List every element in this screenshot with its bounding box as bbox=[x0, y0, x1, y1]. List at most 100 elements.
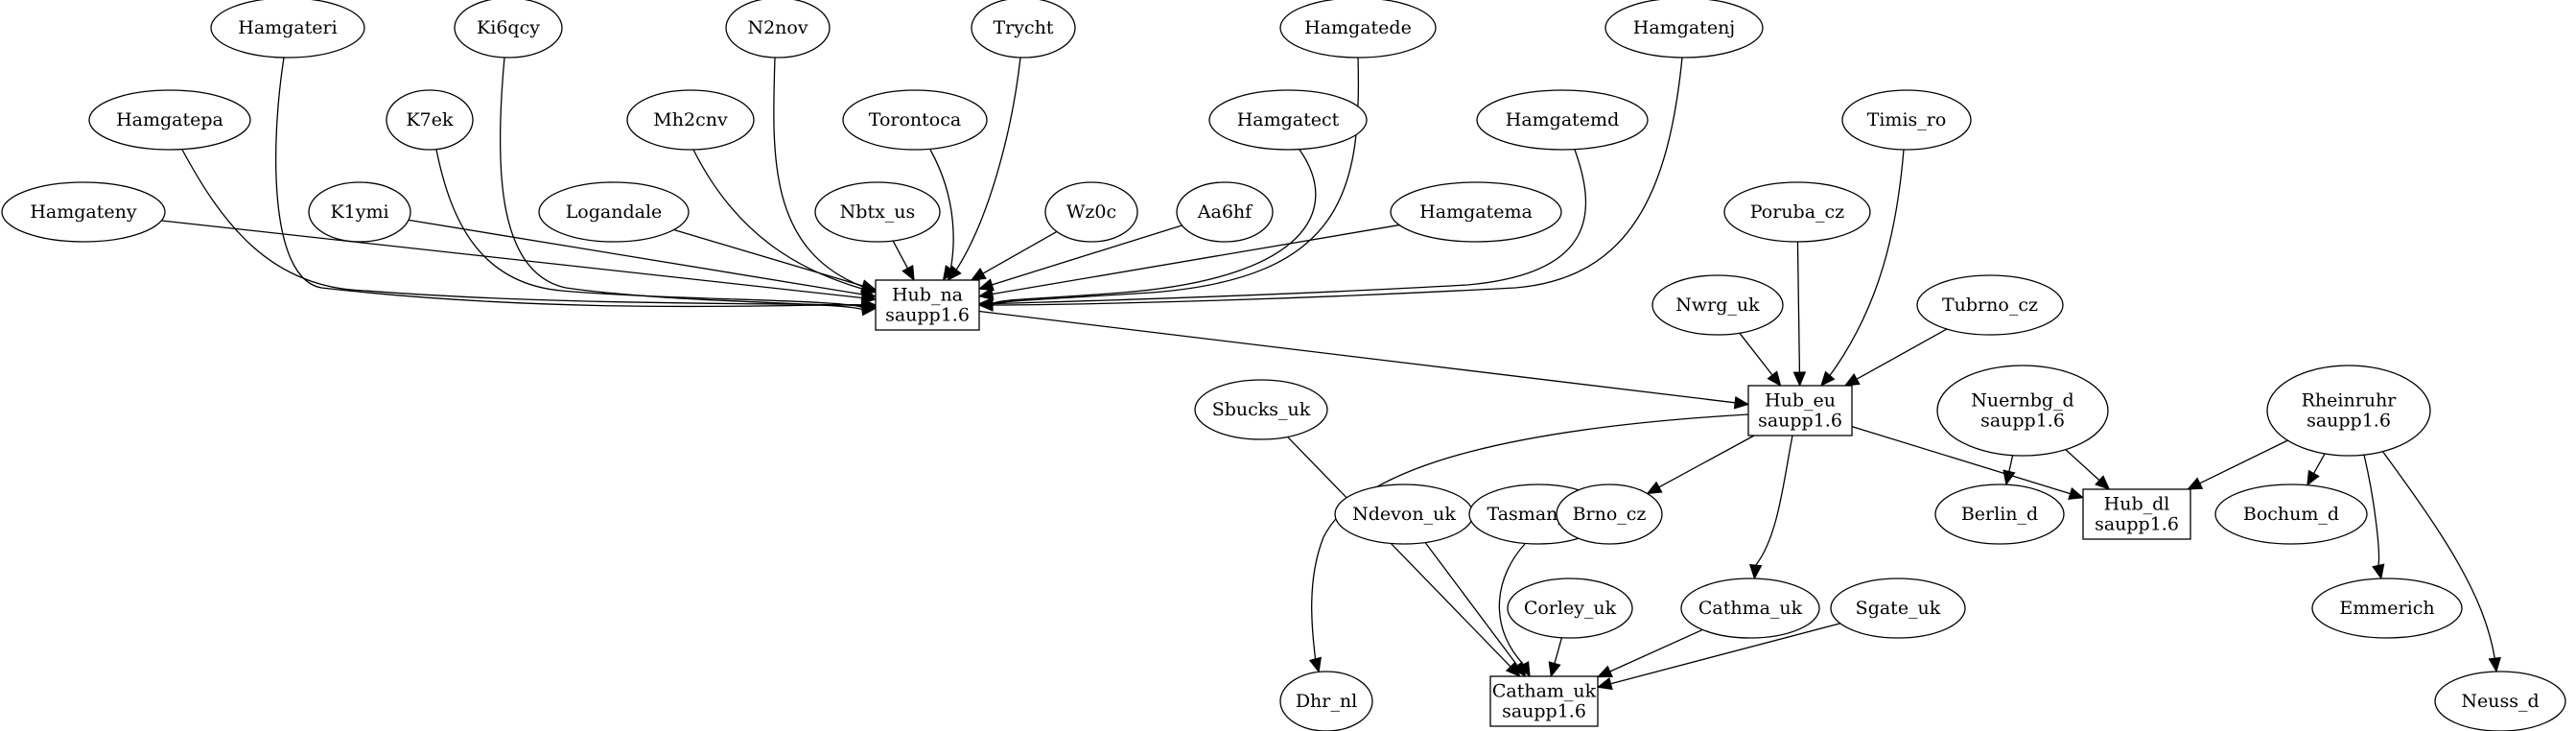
edge-hub_na-to-hub_eu bbox=[978, 310, 1750, 410]
arrowhead-icon bbox=[2187, 477, 2204, 490]
edge-line bbox=[1287, 436, 1511, 668]
node-hamgatede[interactable]: Hamgatede bbox=[1279, 0, 1437, 59]
node-hamgateri[interactable]: Hamgateri bbox=[210, 0, 365, 59]
arrowhead-icon bbox=[1517, 661, 1531, 678]
arrowhead-icon bbox=[970, 267, 987, 281]
edge-line bbox=[2008, 455, 2014, 472]
edge-nuernbg_d-to-hub_dl bbox=[2065, 449, 2111, 490]
node-ellipse bbox=[2214, 483, 2368, 545]
node-label: Ndevon_uk bbox=[1352, 504, 1456, 525]
node-n2nov[interactable]: N2nov bbox=[725, 0, 831, 59]
edge-line bbox=[161, 220, 863, 299]
node-ellipse bbox=[626, 89, 755, 151]
edge-trycht-to-hub_na bbox=[947, 57, 1021, 281]
edge-line bbox=[2065, 449, 2100, 482]
edge-sgate_uk-to-catham_uk bbox=[1596, 623, 1840, 691]
node-hamgatema[interactable]: Hamgatema bbox=[1390, 181, 1562, 243]
node-label: saupp1.6 bbox=[885, 305, 970, 326]
edge-line bbox=[1554, 637, 1563, 664]
node-label: Hamgateri bbox=[238, 17, 337, 38]
edge-logandale-to-hub_na bbox=[673, 228, 878, 293]
node-label: K7ek bbox=[406, 109, 454, 130]
node-trycht[interactable]: Trycht bbox=[971, 0, 1076, 59]
edge-line bbox=[1755, 435, 1793, 566]
edge-hamgatenj-to-hub_na bbox=[977, 57, 1683, 312]
node-cathma-uk[interactable]: Cathma_uk bbox=[1680, 578, 1820, 639]
node-k1ymi[interactable]: K1ymi bbox=[308, 181, 411, 243]
node-sgate-uk[interactable]: Sgate_uk bbox=[1830, 578, 1966, 639]
edge-wz0c-to-hub_na bbox=[970, 230, 1058, 281]
node-ndevon-uk[interactable]: Ndevon_uk bbox=[1334, 483, 1474, 545]
edge-line bbox=[955, 57, 1021, 271]
node-mh2cnv[interactable]: Mh2cnv bbox=[626, 89, 755, 151]
node-ellipse bbox=[1936, 365, 2109, 457]
node-poruba-cz[interactable]: Poruba_cz bbox=[1723, 181, 1871, 243]
arrowhead-icon bbox=[977, 278, 995, 292]
arrowhead-icon bbox=[2488, 656, 2501, 673]
node-nbtx-us[interactable]: Nbtx_us bbox=[814, 181, 941, 243]
edge-line bbox=[1424, 542, 1518, 667]
edge-tasman_au-to-catham_uk bbox=[1498, 543, 1531, 678]
node-hamgatepa[interactable]: Hamgatepa bbox=[88, 89, 251, 151]
node-ellipse bbox=[1279, 671, 1373, 731]
arrowhead-icon bbox=[1748, 563, 1763, 580]
node-nwrg-uk[interactable]: Nwrg_uk bbox=[1651, 274, 1784, 336]
node-ellipse bbox=[1916, 274, 2064, 336]
node-ellipse bbox=[1841, 89, 1972, 151]
edge-line bbox=[992, 149, 1587, 305]
node-ellipse bbox=[1507, 578, 1633, 639]
node-torontoca[interactable]: Torontoca bbox=[842, 89, 988, 151]
node-sbucks-uk[interactable]: Sbucks_uk bbox=[1194, 379, 1328, 440]
node-hamgateny[interactable]: Hamgateny bbox=[1, 181, 166, 243]
edge-line bbox=[2199, 439, 2288, 484]
node-berlin-d[interactable]: Berlin_d bbox=[1934, 483, 2065, 545]
node-ellipse bbox=[88, 89, 251, 151]
node-hamgatenj[interactable]: Hamgatenj bbox=[1604, 0, 1764, 59]
node-hamgatect[interactable]: Hamgatect bbox=[1208, 89, 1368, 151]
node-bochum-d[interactable]: Bochum_d bbox=[2214, 483, 2368, 545]
edge-line bbox=[1739, 332, 1773, 376]
node-corley-uk[interactable]: Corley_uk bbox=[1507, 578, 1633, 639]
edge-line bbox=[408, 219, 863, 295]
node-neuss-d[interactable]: Neuss_d bbox=[2434, 671, 2566, 731]
arrowhead-icon bbox=[2002, 469, 2016, 486]
node-emmerich[interactable]: Emmerich bbox=[2311, 578, 2463, 639]
node-label: saupp1.6 bbox=[1758, 411, 1842, 432]
node-hamgatemd[interactable]: Hamgatemd bbox=[1476, 89, 1649, 151]
node-label: Brno_cz bbox=[1573, 504, 1647, 525]
node-logandale[interactable]: Logandale bbox=[538, 181, 690, 243]
edge-line bbox=[1609, 628, 1703, 672]
node-timis-ro[interactable]: Timis_ro bbox=[1841, 89, 1972, 151]
node-label: Nuernbg_d bbox=[1971, 390, 2073, 412]
edge-line bbox=[1851, 425, 2071, 495]
node-label: Hamgatede bbox=[1304, 17, 1412, 38]
node-ellipse bbox=[2434, 671, 2566, 731]
edge-line bbox=[992, 224, 1400, 295]
node-aa6hf[interactable]: Aa6hf bbox=[1176, 181, 1274, 243]
node-label: Hub_dl bbox=[2104, 494, 2170, 515]
edge-line bbox=[1856, 328, 1948, 380]
node-tubrno-cz[interactable]: Tubrno_cz bbox=[1916, 274, 2064, 336]
node-k7ek[interactable]: K7ek bbox=[386, 89, 474, 151]
node-ellipse bbox=[210, 0, 365, 59]
arrowhead-icon bbox=[1548, 661, 1561, 678]
edge-rheinruhr-to-bochum_d bbox=[2307, 453, 2326, 486]
edge-nwrg_uk-to-hub_eu bbox=[1739, 332, 1782, 387]
node-dhr-nl[interactable]: Dhr_nl bbox=[1279, 671, 1373, 731]
node-label: Rheinruhr bbox=[2302, 390, 2398, 412]
node-label: Hub_eu bbox=[1765, 390, 1836, 412]
edge-line bbox=[692, 149, 863, 290]
node-label: Sbucks_uk bbox=[1212, 399, 1311, 420]
node-brno-cz[interactable]: Brno_cz bbox=[1556, 483, 1663, 545]
node-ki6qcy[interactable]: Ki6qcy bbox=[454, 0, 563, 59]
arrowhead-icon bbox=[2372, 563, 2385, 580]
node-label: Hamgatenj bbox=[1633, 17, 1735, 38]
node-ellipse bbox=[1, 181, 166, 243]
node-wz0c[interactable]: Wz0c bbox=[1044, 181, 1138, 243]
